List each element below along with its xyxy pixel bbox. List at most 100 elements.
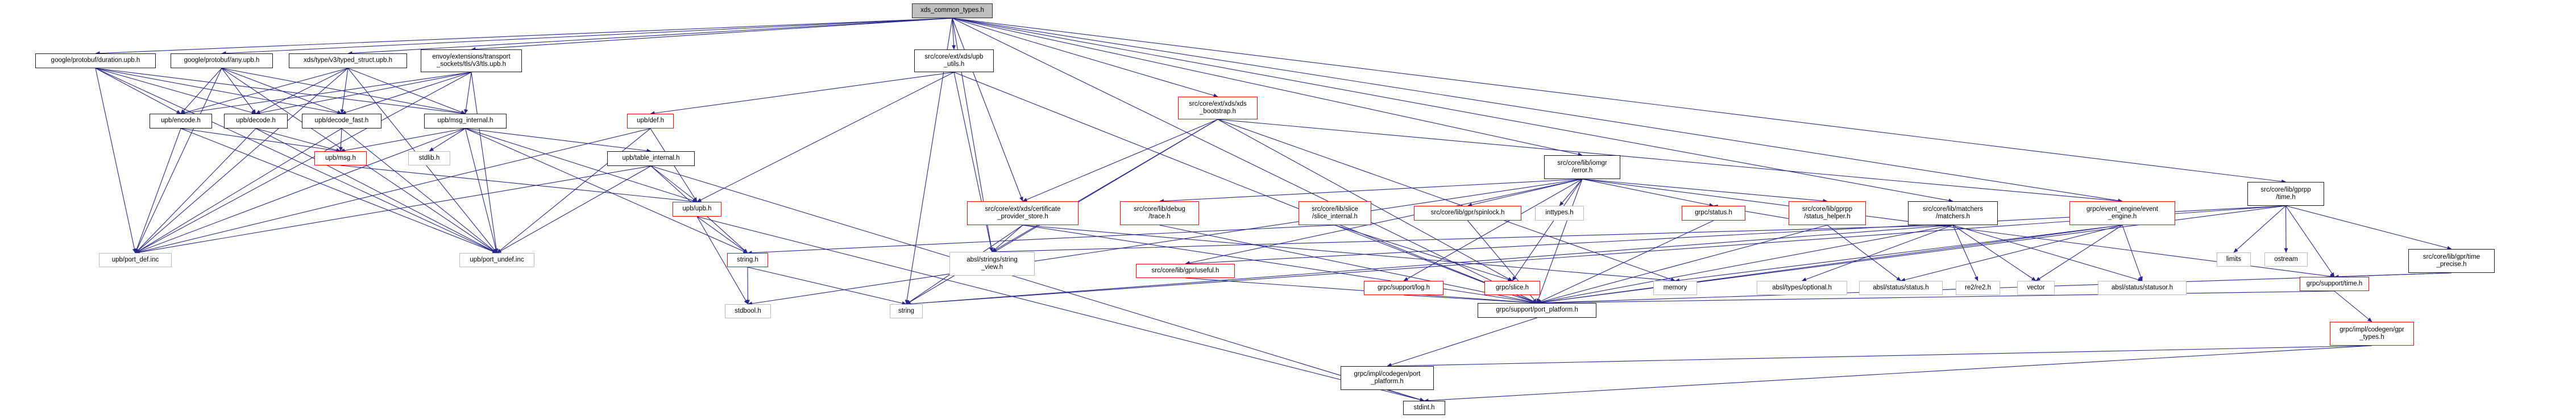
include-edge-error-statushelper	[1582, 179, 1828, 203]
include-edge-typed-encode	[180, 68, 349, 115]
include-edge-bootstrap-certstore	[1022, 119, 1218, 202]
graph-node-typed[interactable]: xds/type/v3/typed_struct.upb.h	[289, 53, 407, 68]
graph-node-timeprecise[interactable]: src/core/lib/gpr/time _precise.h	[2408, 249, 2495, 273]
include-edge-gicpp-stdint	[1387, 389, 1425, 402]
graph-node-bootstrap[interactable]: src/core/ext/xds/xds _bootstrap.h	[1178, 97, 1258, 119]
include-edge-r-error	[952, 18, 1583, 156]
include-edge-typed-portdef	[135, 68, 349, 254]
include-edge-upb-stdbool	[696, 216, 748, 305]
graph-node-decode[interactable]: upb/decode.h	[224, 114, 288, 128]
graph-node-matchers[interactable]: src/core/lib/matchers /matchers.h	[1908, 201, 1998, 225]
graph-node-sliceinternal[interactable]: src/core/lib/slice /slice_internal.h	[1299, 201, 1371, 225]
include-edge-decodefast-portdef	[135, 128, 342, 254]
graph-node-statushelper[interactable]: src/core/lib/gprpp /status_helper.h	[1789, 201, 1866, 225]
include-edge-any-encode	[180, 68, 222, 114]
include-edge-duration-portundef	[95, 68, 497, 254]
graph-node-certstore[interactable]: src/core/ext/xds/certificate _provider_s…	[967, 201, 1078, 225]
include-edge-statushelper-gspp	[1537, 225, 1828, 304]
include-edge-r-any	[221, 18, 953, 56]
include-edge-any-decode	[221, 68, 256, 114]
include-edge-useful-gspp	[1185, 277, 1537, 305]
include-edge-matchers-optional	[1802, 225, 1953, 281]
include-edge-certstore-memory	[1022, 225, 1675, 283]
include-edge-decode-msg	[255, 128, 341, 152]
include-edge-any-portdef	[135, 68, 222, 254]
include-edge-slice-gspp	[1512, 294, 1537, 304]
graph-node-portdef: upb/port_def.inc	[99, 253, 172, 267]
include-edge-r-bootstrap	[952, 18, 1218, 98]
include-edge-statushelper-astatus	[1827, 225, 1901, 281]
graph-node-upb[interactable]: upb/upb.h	[673, 202, 721, 217]
include-edge-eventengine-astatus	[1901, 225, 2123, 282]
graph-node-stdint[interactable]: stdint.h	[1403, 401, 1445, 415]
graph-node-time[interactable]: src/core/lib/gprpp /time.h	[2247, 182, 2324, 206]
include-edge-msginternal-msg	[340, 128, 466, 153]
include-edge-duration-decodefast	[95, 68, 342, 115]
include-edge-msginternal-stringh	[465, 128, 748, 254]
graph-node-stringh[interactable]: string.h	[727, 253, 768, 267]
include-edge-def-portdef	[135, 128, 651, 254]
graph-node-re2: re2/re2.h	[1956, 281, 2000, 295]
graph-node-gprtypes[interactable]: grpc/impl/codegen/gpr _types.h	[2330, 322, 2414, 346]
graph-node-astatus: absl/status/status.h	[1859, 281, 1943, 295]
graph-node-useful[interactable]: src/core/lib/gpr/useful.h	[1136, 264, 1235, 278]
graph-node-def[interactable]: upb/def.h	[627, 114, 674, 128]
include-edge-upb-stdint	[696, 216, 1425, 402]
include-edge-encode-msg	[180, 128, 341, 153]
include-edge-r-certstore	[952, 18, 1023, 202]
graph-node-gicpp[interactable]: grpc/impl/codegen/port _platform.h	[1341, 366, 1434, 390]
include-edge-upbutils-gspp	[953, 72, 1537, 304]
graph-node-status[interactable]: grpc/status.h	[1682, 206, 1745, 221]
include-edge-trace-gspp	[1159, 225, 1537, 304]
include-edge-msginternal-portdef	[135, 128, 466, 254]
include-edge-msg-upb	[340, 165, 698, 204]
graph-node-msg[interactable]: upb/msg.h	[314, 151, 367, 165]
include-edge-bootstrap-memory	[1217, 119, 1675, 281]
graph-node-vector: vector	[2017, 281, 2055, 295]
graph-node-msginternal[interactable]: upb/msg_internal.h	[424, 114, 507, 128]
include-edge-gtime-gspp	[1537, 291, 2335, 305]
graph-node-eventengine[interactable]: grpc/event_engine/event _engine.h	[2069, 201, 2175, 225]
root-node-r: xds_common_types.h	[912, 3, 993, 18]
include-edge-any-decodefast	[221, 68, 342, 114]
include-edge-matchers-stringstd	[906, 225, 1953, 306]
graph-node-gspp[interactable]: grpc/support/port_platform.h	[1478, 303, 1596, 318]
graph-node-encode[interactable]: upb/encode.h	[150, 114, 212, 128]
include-edge-upbutils-upb	[696, 72, 955, 202]
include-edge-upbutils-stringview	[953, 72, 993, 252]
graph-node-spinlock[interactable]: src/core/lib/gpr/spinlock.h	[1414, 206, 1521, 221]
include-edge-tls-decode	[255, 72, 472, 115]
include-edge-tls-portundef	[471, 72, 499, 254]
graph-node-stringstd: string	[890, 304, 923, 318]
include-edge-time-limits	[2233, 205, 2286, 253]
graph-node-tableinternal[interactable]: upb/table_internal.h	[607, 151, 695, 166]
graph-node-duration[interactable]: google/protobuf/duration.upb.h	[35, 53, 156, 68]
include-edge-r-duration	[95, 18, 953, 56]
include-edge-r-typed	[347, 18, 953, 56]
graph-node-gtime[interactable]: grpc/support/time.h	[2300, 277, 2369, 291]
include-edge-matchers-stringview	[992, 225, 1953, 254]
include-edge-duration-msginternal	[95, 68, 466, 115]
include-edge-gspp-gicpp	[1387, 317, 1537, 367]
graph-node-trace[interactable]: src/core/lib/debug /trace.h	[1120, 201, 1199, 225]
graph-node-upbutils[interactable]: src/core/ext/xds/upb _utils.h	[914, 49, 994, 72]
graph-node-slice[interactable]: grpc/slice.h	[1484, 281, 1540, 295]
include-edge-msginternal-stdlib	[429, 128, 466, 152]
include-edge-r-gspp	[952, 18, 1537, 304]
include-edge-gprtypes-stdint	[1424, 345, 2372, 403]
include-edge-decodefast-msg	[338, 128, 343, 152]
graph-node-optional: absl/types/optional.h	[1757, 281, 1847, 295]
graph-node-limits: limits	[2217, 252, 2251, 267]
graph-node-any[interactable]: google/protobuf/any.upb.h	[171, 53, 273, 68]
graph-node-tls[interactable]: envoy/extensions/transport _sockets/tls/…	[421, 49, 522, 72]
include-edge-error-stdbool	[748, 179, 1583, 306]
graph-node-stringview: absl/strings/string _view.h	[949, 252, 1035, 276]
include-edge-encode-portundef	[180, 128, 497, 254]
graph-node-log[interactable]: grpc/support/log.h	[1364, 281, 1443, 295]
include-edge-certstore-stringview	[992, 225, 1023, 252]
include-edge-error-slice	[1512, 179, 1583, 281]
include-edge-encode-portdef	[135, 128, 181, 254]
graph-node-decodefast[interactable]: upb/decode_fast.h	[302, 114, 381, 128]
include-edge-log-gspp	[1403, 294, 1537, 305]
graph-node-error[interactable]: src/core/lib/iomgr /error.h	[1544, 155, 1620, 179]
